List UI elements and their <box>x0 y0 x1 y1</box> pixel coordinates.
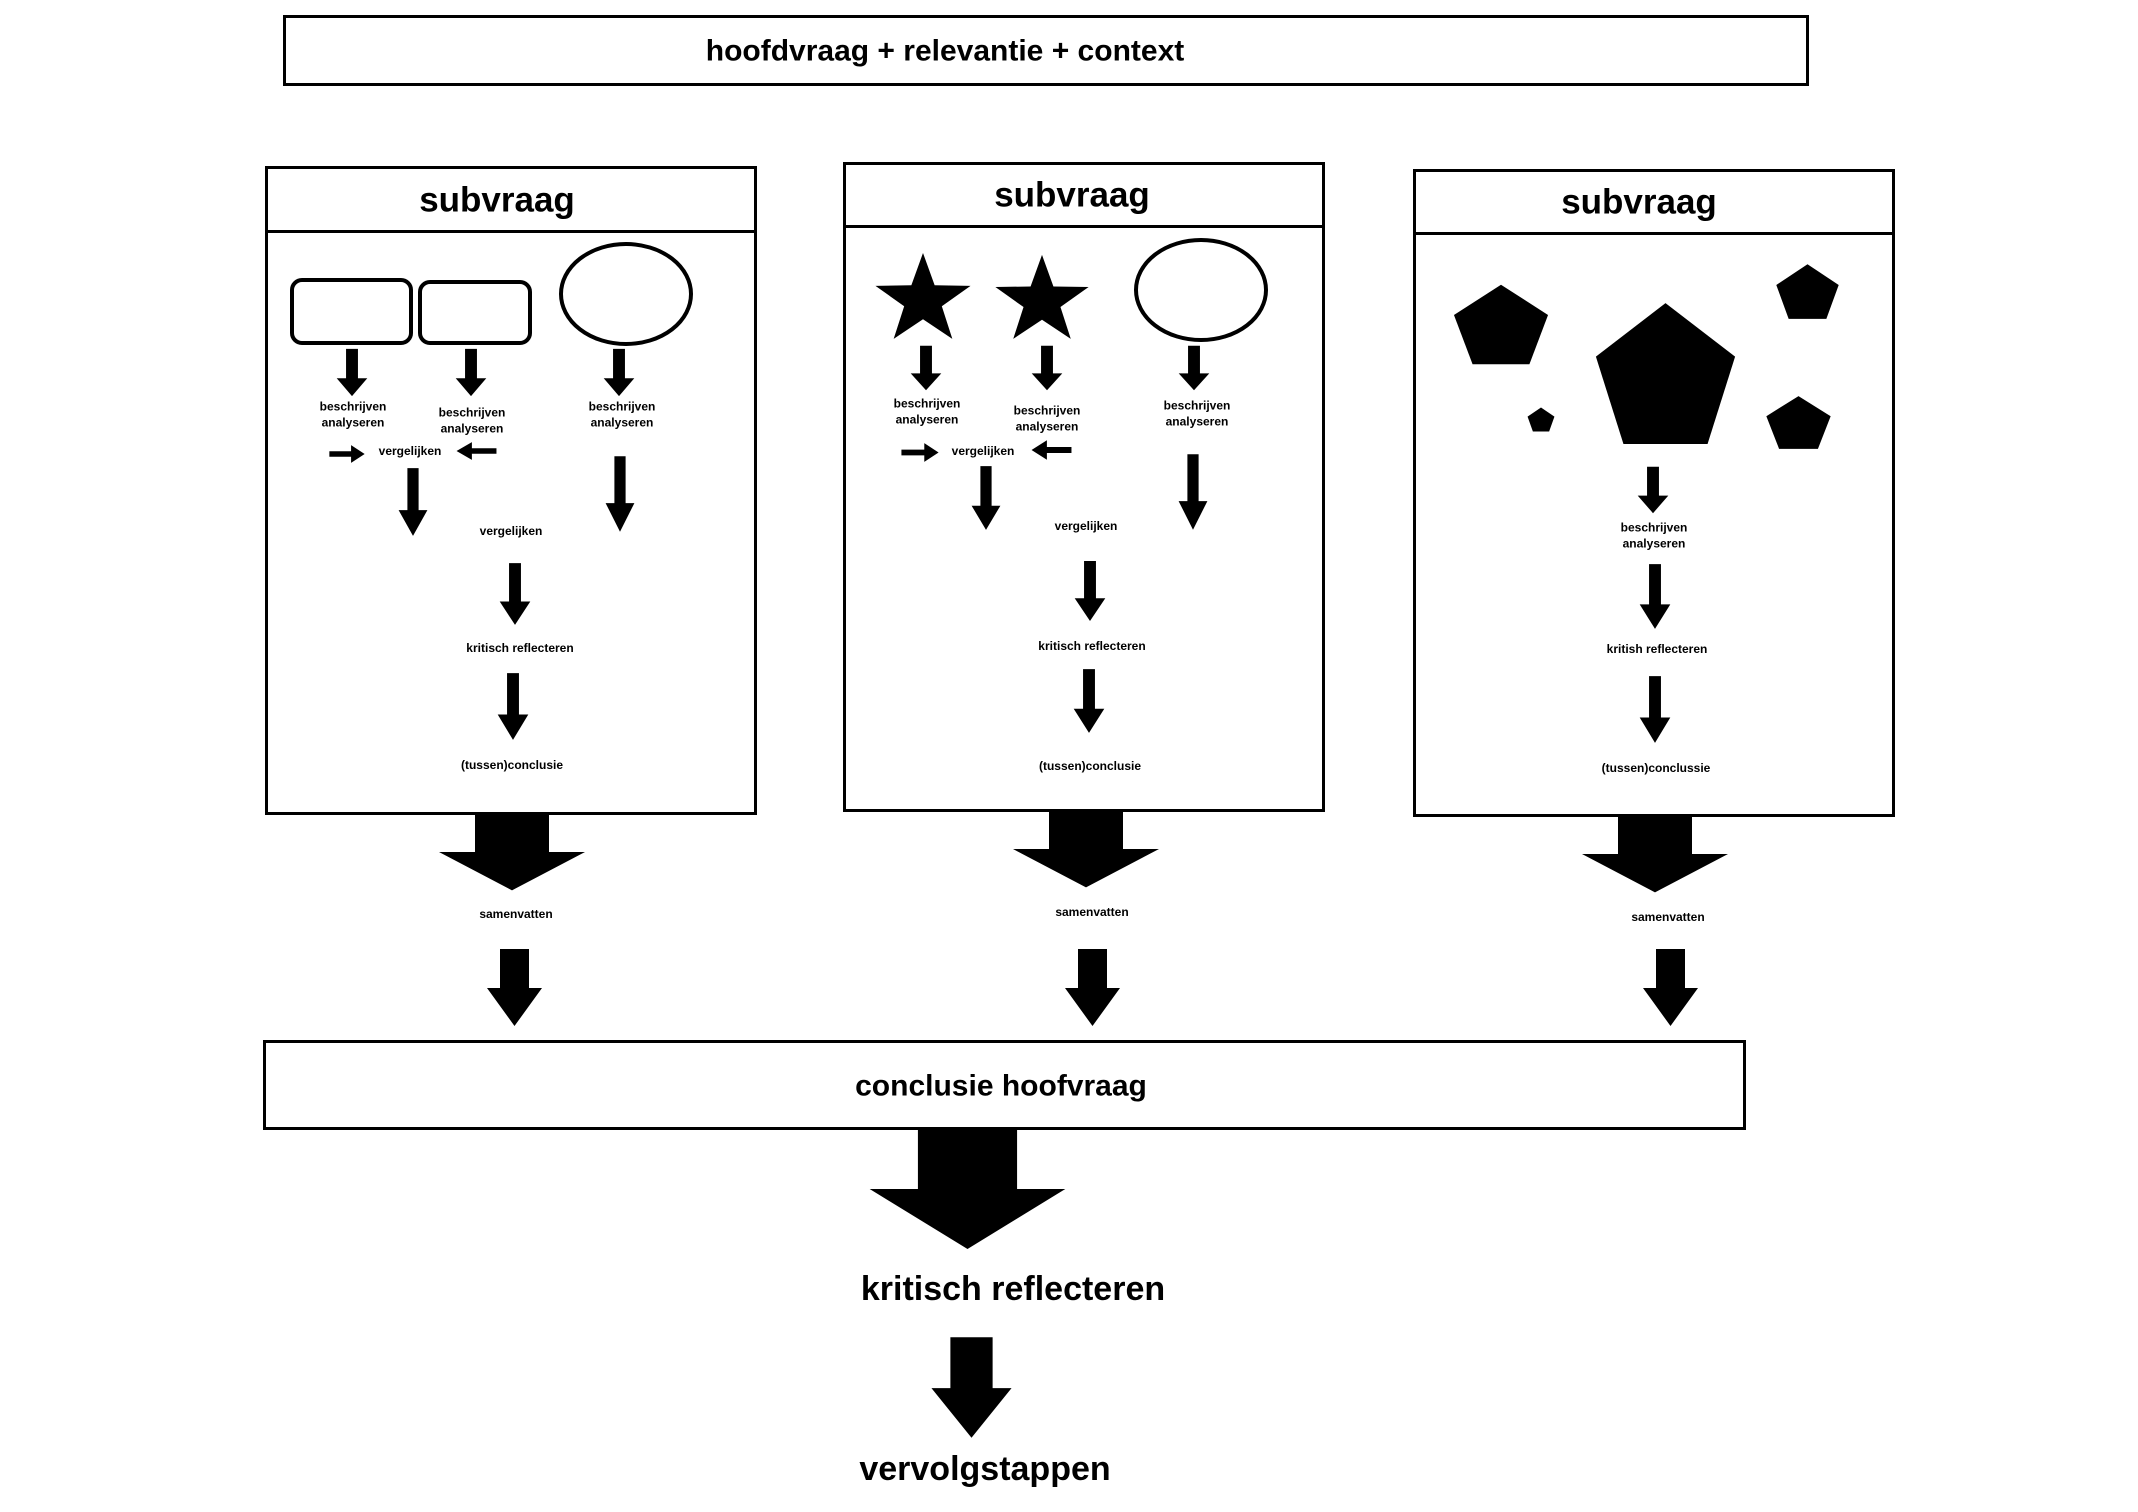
down-arrow-icon <box>499 563 531 625</box>
summarize-label: samenvatten <box>1631 910 1705 925</box>
right-arrow-icon <box>329 445 365 463</box>
rounded-rect-shape <box>418 280 532 345</box>
conclusion-box <box>263 1040 1746 1130</box>
reflect-label: kritisch reflecteren <box>1038 639 1146 654</box>
down-arrow-icon <box>1639 564 1671 629</box>
down-arrow-icon <box>1073 669 1105 733</box>
conclusion-label: (tussen)conclussie <box>1601 761 1711 776</box>
wide-down-arrow-icon <box>439 813 585 891</box>
down-arrow-icon <box>603 348 635 397</box>
describe-label: beschrijven analyseren <box>1163 398 1231 428</box>
subquestion-header-2 <box>846 165 1322 228</box>
pentagon-shape <box>1527 407 1555 432</box>
conclusion-label: (tussen)conclusie <box>460 758 564 773</box>
describe-label: beschrijven analyseren <box>438 405 506 435</box>
down-arrow-icon <box>1031 345 1063 391</box>
describe-label: beschrijven analyseren <box>1620 520 1688 550</box>
wide-down-arrow-icon <box>1582 815 1728 893</box>
down-arrow-icon <box>910 345 942 391</box>
pentagon-shape <box>1595 303 1736 444</box>
compare-label: vergelijken <box>1054 519 1118 534</box>
down-arrow-icon <box>971 466 1001 530</box>
down-arrow-icon <box>1074 561 1106 621</box>
next-steps-label: vervolgstappen <box>859 1449 1111 1488</box>
pentagon-shape <box>1453 284 1549 365</box>
down-arrow-icon <box>1637 466 1669 514</box>
wide-down-arrow-icon <box>1013 810 1159 888</box>
down-arrow-icon <box>336 348 368 397</box>
star-shape <box>875 252 971 339</box>
down-arrow-icon <box>1178 454 1208 530</box>
pentagon-shape <box>1776 264 1839 319</box>
compare-small-label: vergelijken <box>951 444 1015 459</box>
main-question-box <box>283 15 1809 86</box>
reflect-label: kritish reflecteren <box>1606 642 1708 657</box>
wide-down-arrow-icon <box>869 1129 1066 1249</box>
down-arrow-icon <box>1639 676 1671 743</box>
down-arrow-icon <box>398 468 428 536</box>
summarize-label: samenvatten <box>1055 905 1129 920</box>
describe-label: beschrijven analyseren <box>1013 403 1081 433</box>
down-arrow-icon <box>605 456 635 532</box>
rounded-rect-shape <box>290 278 413 345</box>
summarize-label: samenvatten <box>479 907 553 922</box>
down-arrow-icon <box>1643 949 1698 1026</box>
subquestion-title: subvraag <box>994 175 1150 215</box>
subquestion-header-3 <box>1416 172 1892 235</box>
compare-small-label: vergelijken <box>378 444 442 459</box>
down-arrow-icon <box>455 348 487 397</box>
down-arrow-icon <box>931 1337 1012 1438</box>
subquestion-header-1 <box>268 169 754 233</box>
star-shape <box>995 254 1089 339</box>
reflect-label: kritisch reflecteren <box>466 641 574 656</box>
down-arrow-icon <box>497 673 529 740</box>
main-question-label: hoofdvraag + relevantie + context <box>705 34 1185 68</box>
down-arrow-icon <box>1178 345 1210 391</box>
pentagon-shape <box>1766 396 1831 449</box>
down-arrow-icon <box>1065 949 1120 1026</box>
compare-label: vergelijken <box>479 524 543 539</box>
ellipse-shape <box>558 241 694 347</box>
subquestion-title: subvraag <box>1561 182 1717 222</box>
down-arrow-icon <box>487 949 542 1026</box>
describe-label: beschrijven analyseren <box>319 399 387 429</box>
ellipse-shape <box>1133 237 1269 343</box>
left-arrow-icon <box>456 442 497 460</box>
conclusion-box-label: conclusie hoofvraag <box>855 1069 1147 1103</box>
right-arrow-icon <box>901 443 939 462</box>
describe-label: beschrijven analyseren <box>893 396 961 426</box>
conclusion-label: (tussen)conclusie <box>1038 759 1142 774</box>
left-arrow-icon <box>1031 440 1072 460</box>
subquestion-title: subvraag <box>419 180 575 220</box>
describe-label: beschrijven analyseren <box>588 399 656 429</box>
final-reflect-label: kritisch reflecteren <box>860 1269 1166 1308</box>
